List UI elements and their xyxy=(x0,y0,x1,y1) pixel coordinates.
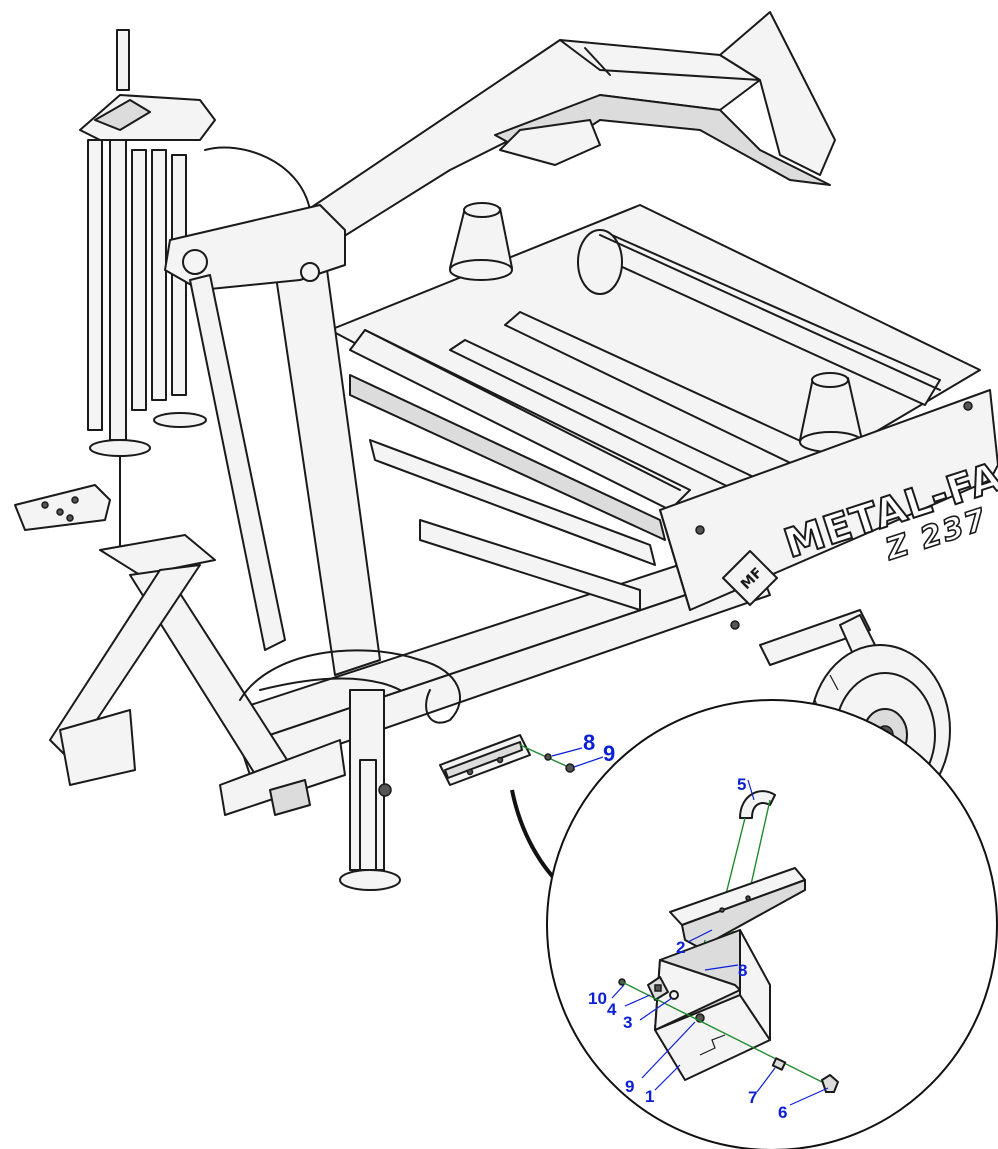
callout-6: 6 xyxy=(778,1103,787,1122)
a-frame-hitch xyxy=(49,534,346,816)
hydraulic-hose-2 xyxy=(259,677,401,691)
callout-main-9: 9 xyxy=(603,741,615,766)
part-7-spacer xyxy=(771,1057,787,1071)
bale-cone-rear xyxy=(449,202,513,281)
callout-main-8: 8 xyxy=(583,730,595,755)
mf-logo: MF xyxy=(722,550,778,606)
toolbox-mount-bracket xyxy=(439,734,531,786)
callout-10: 10 xyxy=(588,989,607,1008)
part-5-handle xyxy=(739,790,776,819)
part-2-lid xyxy=(669,867,806,949)
axis-handle-b xyxy=(747,799,771,899)
callout-7: 7 xyxy=(748,1088,757,1107)
callout-1: 1 xyxy=(645,1087,654,1106)
main-fasteners xyxy=(519,744,604,773)
callout-3: 3 xyxy=(623,1013,632,1032)
callout-2: 2 xyxy=(676,938,685,957)
callout-4: 4 xyxy=(607,1000,617,1019)
callout-8: 8 xyxy=(738,961,747,980)
part-6-knob xyxy=(821,1074,839,1093)
loading-arm xyxy=(299,11,836,246)
bale-cone-front xyxy=(799,372,863,453)
part-3-washer xyxy=(669,990,679,1000)
film-bracket-plate xyxy=(14,484,111,531)
axis-lock-screws xyxy=(621,981,831,1087)
part-4-lock xyxy=(647,976,669,1001)
jack-stand xyxy=(339,689,401,891)
bale-table xyxy=(329,202,981,541)
callout-9: 9 xyxy=(625,1077,634,1096)
bracket-holes xyxy=(41,496,79,522)
arm-pivot-post xyxy=(164,204,381,676)
callout-leaders xyxy=(611,779,829,1106)
detail-circle: 5 2 8 10 4 3 9 1 7 6 xyxy=(546,699,998,1149)
callout-5: 5 xyxy=(737,775,746,794)
hydraulic-hoses xyxy=(239,649,461,724)
part-1-box xyxy=(654,929,771,1081)
